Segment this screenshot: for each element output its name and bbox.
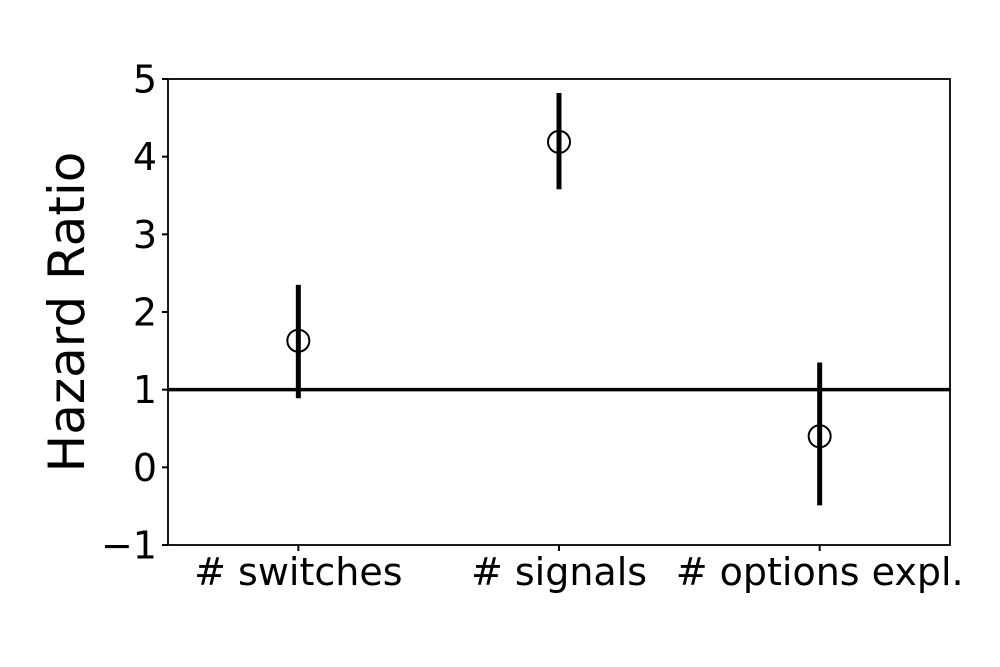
y-tick-label: 2 <box>133 291 157 335</box>
y-tick-label: 5 <box>133 58 157 102</box>
plot-frame <box>167 78 951 546</box>
y-tick-label: 0 <box>133 446 157 490</box>
y-tick-label: 4 <box>133 135 157 179</box>
y-tick-label: −1 <box>101 524 157 568</box>
y-tick-label: 3 <box>133 213 157 257</box>
x-tick-label: # switches <box>194 550 402 594</box>
x-tick-label: # options expl. <box>676 550 964 594</box>
x-tick-label: # signals <box>471 550 647 594</box>
y-tick-label: 1 <box>133 368 157 412</box>
data-point-marker <box>286 328 311 353</box>
data-point-marker <box>547 129 571 154</box>
data-point-marker <box>807 424 832 449</box>
y-axis-label: Hazard Ratio <box>38 151 96 473</box>
